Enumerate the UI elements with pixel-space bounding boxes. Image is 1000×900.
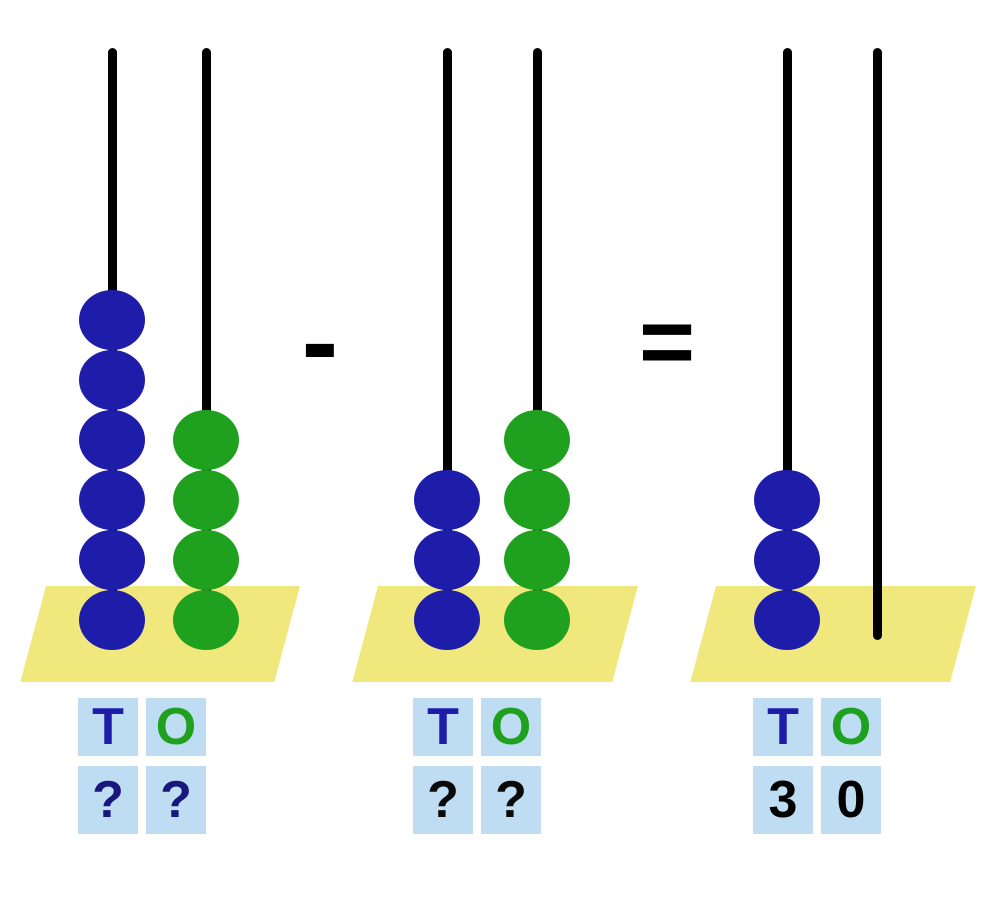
tens-label: T [753, 698, 813, 756]
tens-label: T [413, 698, 473, 756]
ones-value: ? [481, 766, 541, 834]
ones-rod [873, 48, 882, 640]
ones-label: O [146, 698, 206, 756]
equals-sign: = [638, 288, 696, 395]
tens-label: T [78, 698, 138, 756]
abacus-base [20, 586, 300, 682]
ones-rod [202, 48, 211, 640]
minus-sign: - [301, 280, 339, 403]
place-value-table-answer: T O 3 0 [753, 698, 881, 834]
ones-rod [533, 48, 542, 640]
place-value-table-minuend: T O ? ? [78, 698, 206, 834]
ones-value: 0 [821, 766, 881, 834]
place-value-table-subtrahend: T O ? ? [413, 698, 541, 834]
abacus-base [352, 586, 638, 682]
tens-value: ? [413, 766, 473, 834]
tens-value: 3 [753, 766, 813, 834]
abacus-base [690, 586, 976, 682]
tens-value: ? [78, 766, 138, 834]
tens-rod [783, 48, 792, 640]
ones-label: O [481, 698, 541, 756]
tens-rod [443, 48, 452, 640]
ones-value: ? [146, 766, 206, 834]
tens-rod [108, 48, 117, 640]
ones-label: O [821, 698, 881, 756]
